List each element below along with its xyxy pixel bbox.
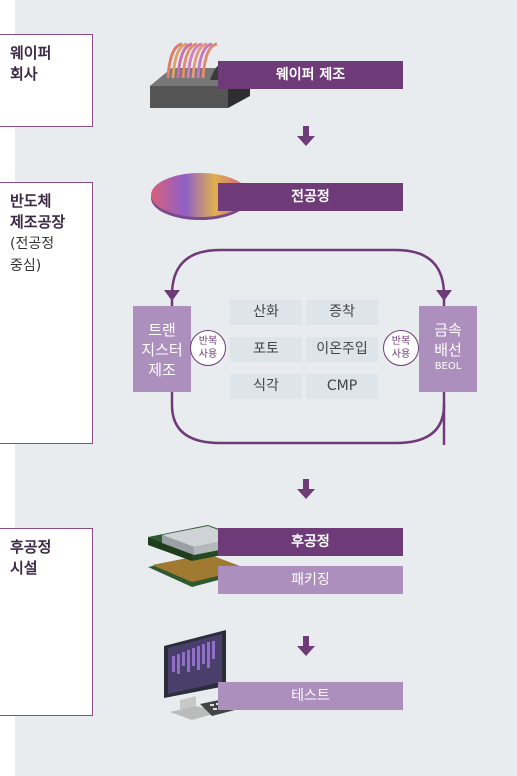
- metal-wiring-box: 금속 배선 BEOL: [419, 306, 477, 392]
- section-wafer-company: 웨이퍼 회사: [0, 34, 93, 127]
- section-title-backend: 후공정 시설: [10, 538, 52, 577]
- section-title-wafer-company: 웨이퍼 회사: [10, 44, 52, 83]
- metal-wiring-label: 금속 배선: [434, 321, 462, 359]
- loop-arrow-left: [164, 290, 180, 301]
- process-oxidation: 산화: [230, 300, 302, 325]
- metal-wiring-sub: BEOL: [434, 361, 462, 372]
- step-wafer-manufacturing: 웨이퍼 제조: [218, 61, 403, 89]
- step-front-end: 전공정: [218, 183, 403, 211]
- process-loop-frame: [164, 248, 452, 445]
- down-arrow-icon: [297, 479, 315, 499]
- section-title-fab: 반도체 제조공장: [10, 192, 66, 231]
- process-cmp: CMP: [306, 374, 378, 399]
- step-test: 테스트: [218, 682, 403, 710]
- process-etch: 식각: [230, 374, 302, 399]
- process-photo: 포토: [230, 337, 302, 362]
- section-subtitle-fab: (전공정 중심): [10, 236, 55, 274]
- process-deposition: 증착: [306, 300, 378, 325]
- step-back-end: 후공정: [218, 528, 403, 556]
- down-arrow-icon: [297, 636, 315, 656]
- down-arrow-icon: [297, 126, 315, 146]
- wafer-stack-icon: [150, 42, 250, 108]
- section-backend: 후공정 시설: [0, 528, 93, 716]
- repeat-use-right: 반복 사용: [383, 330, 419, 366]
- repeat-use-left: 반복 사용: [190, 330, 226, 366]
- test-computer-icon: [164, 630, 250, 720]
- section-fab: 반도체 제조공장 (전공정 중심): [0, 182, 93, 444]
- loop-arrow-right: [436, 290, 452, 301]
- transistor-fabrication-box: 트랜 지스터 제조: [133, 306, 191, 392]
- process-ion-implant: 이온주입: [306, 337, 378, 362]
- step-packaging: 패키징: [218, 566, 403, 594]
